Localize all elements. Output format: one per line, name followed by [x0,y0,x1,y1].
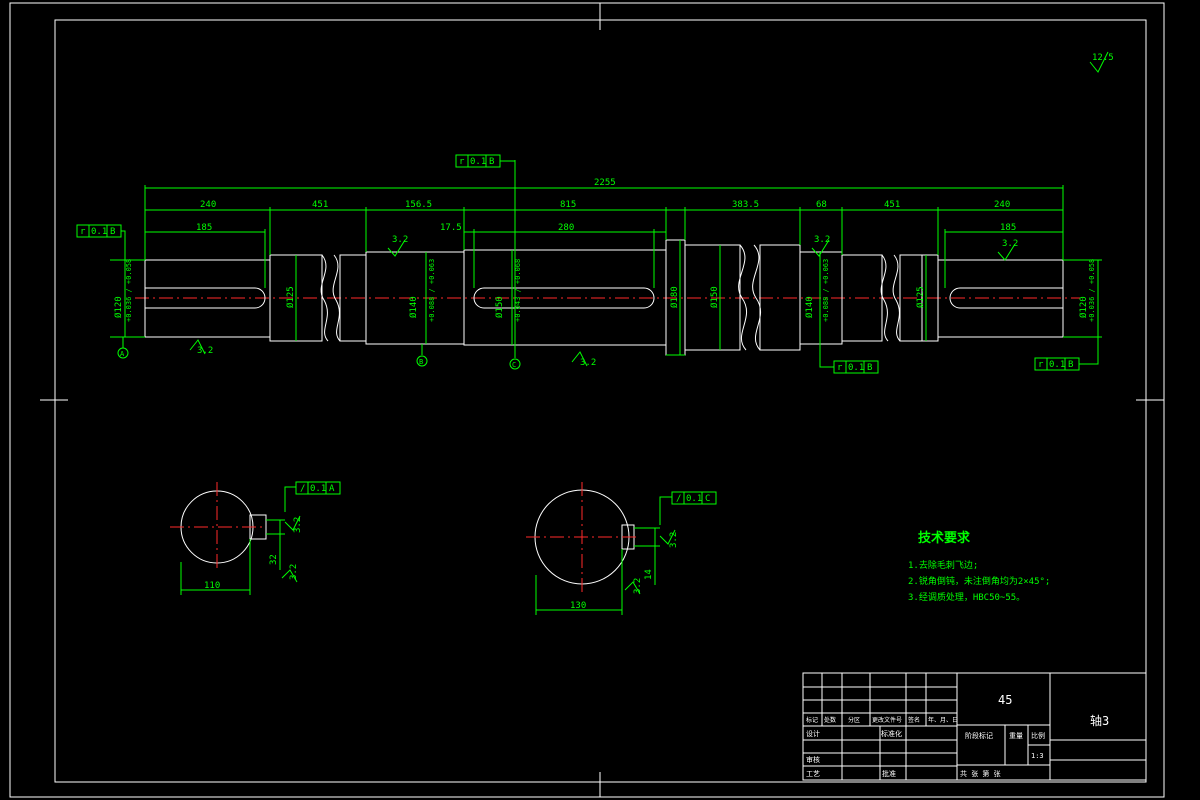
svg-text:130: 130 [570,601,586,611]
diameter-dimension-lines [110,240,1102,356]
svg-text:0.1: 0.1 [848,363,864,373]
dia-140-a-tol: +0.088 / +0.063 [428,259,436,322]
svg-text:C: C [705,494,710,504]
svg-text:r: r [837,363,843,373]
dia-right-tol: +0.036 / +0.058 [1088,259,1096,322]
svg-text:3.2: 3.2 [1002,239,1018,249]
svg-text:3.2: 3.2 [669,532,679,548]
svg-text:A: A [120,350,125,358]
dim-keyway-left: 185 [196,223,212,233]
tb-header-5: 年、月、日 [928,716,958,724]
title-scale-value: 1:3 [1031,752,1044,760]
dia-125-a: Ø125 [285,286,296,308]
dim-seg7: 451 [884,200,900,210]
tb-design: 设计 [806,729,820,738]
datum-markers: A B C [117,337,521,370]
svg-text:r: r [80,227,86,237]
svg-text:3.2: 3.2 [293,517,303,533]
svg-text:B: B [419,358,423,366]
dia-140-a: Ø140 [408,296,419,318]
title-sheets: 共 张 第 张 [960,769,1001,778]
dimension-lines [144,160,1064,350]
dim-seg1: 240 [200,200,216,210]
dia-150-key: Ø150 [494,296,505,318]
svg-text:B: B [867,363,872,373]
title-mark-label: 阶段标记 [965,731,993,740]
shaft-outline [144,239,1064,356]
dia-180: Ø180 [669,286,680,308]
svg-text:B: B [489,157,494,167]
general-roughness-symbol: 12.5 [1089,51,1114,73]
dim-seg8: 240 [994,200,1010,210]
dia-140-b: Ø140 [804,296,815,318]
roughness-symbols: 3.2 3.2 3.2 3.2 3.2 [189,235,1018,368]
geometric-tolerance-frames: r 0.1 B r 0.1 B r 0.1 B r 0.1 B [76,154,1099,374]
tb-header-0: 标记 [806,716,818,724]
dim-seg4: 815 [560,200,576,210]
svg-text:B: B [110,227,115,237]
svg-text:/: / [676,494,681,504]
dia-right: Ø120 [1078,296,1089,318]
tb-header-3: 更改文件号 [872,716,902,724]
dim-overall: 2255 [594,178,616,188]
dia-125-b: Ø125 [915,286,926,308]
svg-text:0.1: 0.1 [310,484,326,494]
technical-requirements: 技术要求 1.去除毛刺飞边; 2.锐角倒钝，未注倒角均为2×45°; 3.经调质… [908,530,1050,603]
tb-header-2: 分区 [848,716,860,724]
dim-seg2: 451 [312,200,328,210]
dia-150: Ø150 [709,286,720,308]
drawing-frame [9,2,1165,798]
title-weight-label: 重量 [1009,732,1023,740]
dia-150-key-tol: +0.043 / +0.068 [514,259,522,322]
svg-text:r: r [1038,360,1044,370]
svg-text:3.2: 3.2 [580,358,596,368]
svg-text:/: / [300,484,305,494]
dia-left-tol: +0.036 / +0.058 [125,259,133,322]
tb-process: 工艺 [806,770,820,778]
dim-seg6: 68 [816,200,827,210]
dim-seg3: 156.5 [405,200,432,210]
svg-text:3.2: 3.2 [392,235,408,245]
dim-keyway-mid: 280 [558,223,574,233]
svg-text:0.1: 0.1 [91,227,107,237]
tech-heading: 技术要求 [918,530,971,546]
svg-text:0.1: 0.1 [470,157,486,167]
dim-seg5: 383.5 [732,200,759,210]
section-view-2: 130 14 / 0.1 C 3.2 3.2 [526,482,717,615]
tb-approve: 批准 [882,769,896,778]
dia-140-b-tol: +0.088 / +0.063 [822,259,830,322]
svg-text:B: B [1068,360,1073,370]
svg-text:3.2: 3.2 [289,564,299,580]
svg-text:32: 32 [269,554,279,565]
tb-header-1: 处数 [824,716,836,724]
svg-text:0.1: 0.1 [686,494,702,504]
title-scale-label: 比例 [1031,731,1045,740]
svg-text:r: r [459,157,465,167]
svg-text:14: 14 [644,569,654,580]
svg-text:0.1: 0.1 [1049,360,1065,370]
tb-standard: 标准化 [881,729,902,738]
keyway-slots [145,287,1063,309]
title-block [802,672,1147,781]
svg-text:12.5: 12.5 [1092,53,1114,63]
title-part-name: 轴3 [1090,713,1109,728]
svg-text:C: C [512,361,516,369]
title-material: 45 [998,693,1012,707]
svg-text:3.2: 3.2 [197,346,213,356]
dim-keyway-right: 185 [1000,223,1016,233]
tb-header-4: 签名 [908,716,920,724]
dim-17-5: 17.5 [440,223,462,233]
svg-text:3.2: 3.2 [633,578,643,594]
tb-review: 审核 [806,755,820,764]
section-view-1: 110 32 / 0.1 A 3.2 3.2 [170,481,341,595]
tech-item-1: 1.去除毛刺飞边; [908,559,978,571]
svg-text:3.2: 3.2 [814,235,830,245]
svg-text:110: 110 [204,581,220,591]
svg-text:A: A [329,484,335,494]
tech-item-2: 2.锐角倒钝，未注倒角均为2×45°; [908,575,1050,587]
dia-left: Ø120 [113,296,124,318]
tech-item-3: 3.经调质处理，HBC50~55。 [908,591,1025,603]
